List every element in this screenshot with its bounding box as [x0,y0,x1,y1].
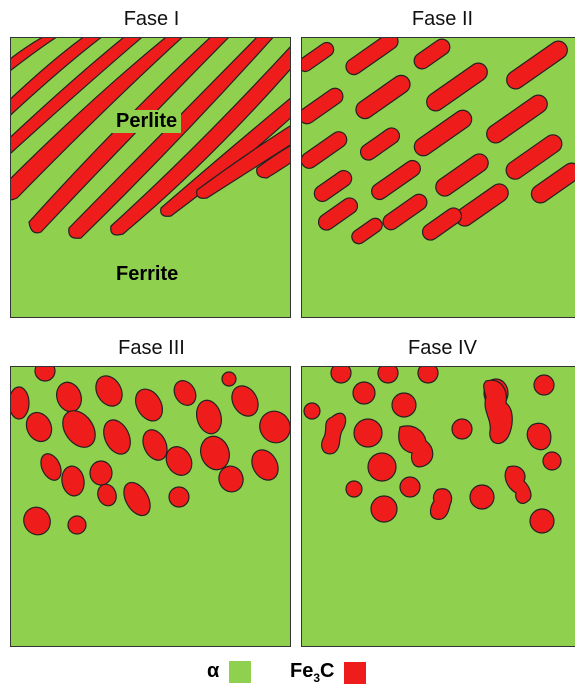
legend-item-fe3c: Fe3C [290,660,366,685]
legend: α Fe3C [0,664,575,694]
title-phase-2: Fase II [301,8,575,31]
ferrite-label: Ferrite [116,263,178,286]
fragmenting-lamellae-diagram [302,38,575,318]
perlite-label: Perlite [112,110,181,133]
legend-fe3c-swatch [344,662,366,684]
legend-item-alpha: α [207,660,251,683]
title-phase-1: Fase I [10,8,293,31]
panel-phase-2 [301,37,575,318]
spheroidizing-blobs-diagram [11,367,291,647]
legend-alpha-swatch [229,661,251,683]
spheroidized-particles-diagram [302,367,575,647]
title-phase-3: Fase III [10,337,293,360]
title-phase-4: Fase IV [301,337,575,360]
panel-phase-3 [10,366,291,647]
panel-phase-4 [301,366,575,647]
legend-alpha-label: α [207,660,219,683]
legend-fe3c-label: Fe3C [290,660,334,685]
